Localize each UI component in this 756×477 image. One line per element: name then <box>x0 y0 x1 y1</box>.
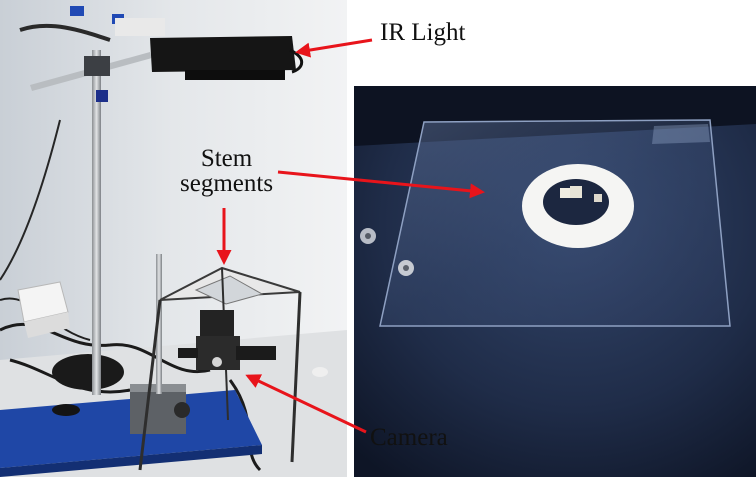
stage-closeup-photo <box>354 86 756 477</box>
stem-text-line2: segments <box>180 170 274 197</box>
stem-text-line1: Stem <box>200 145 253 172</box>
camera-label: Camera <box>370 424 448 451</box>
ir-light-text: IR Light <box>380 19 466 46</box>
ir-light-label: IR Light <box>380 19 466 46</box>
apparatus-photo <box>0 0 347 477</box>
stem-segments-label: Stem segments <box>180 146 273 196</box>
camera-text: Camera <box>370 424 448 451</box>
